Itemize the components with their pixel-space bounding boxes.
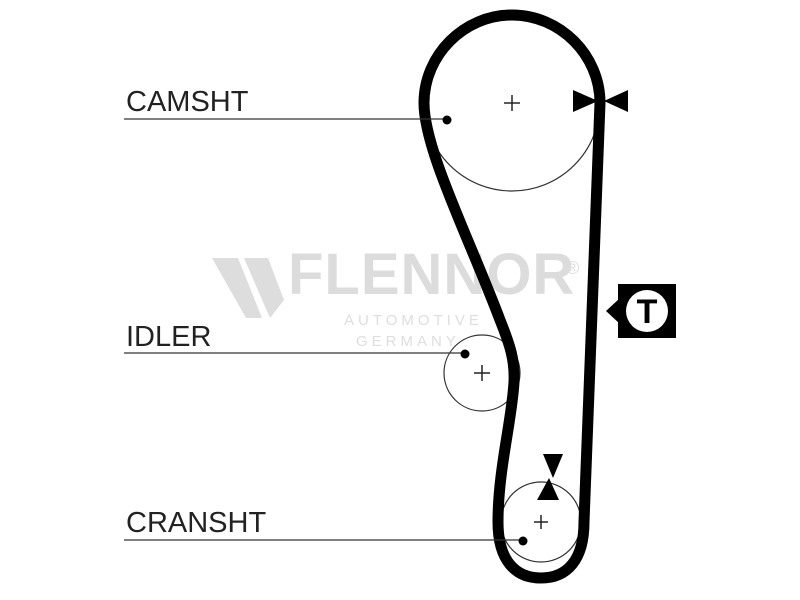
tensioner-marker: T (606, 284, 676, 338)
watermark-logo-stripe (244, 258, 284, 318)
crankshaft-timing-dot (518, 536, 528, 546)
tensioner-arrow-icon (606, 298, 620, 324)
watermark-registered: ® (566, 258, 579, 278)
camshaft-label: CAMSHT (126, 86, 249, 118)
camshaft-timing-dot (442, 115, 452, 125)
crankshaft-alignment-arrows-icon (537, 454, 563, 500)
idler-label: IDLER (126, 321, 211, 353)
crankshaft-label: CRANSHT (126, 507, 266, 539)
brand-watermark: FLENNOR ® AUTOMOTIVE GERMANY (212, 242, 579, 350)
tensioner-letter: T (637, 293, 658, 331)
timing-belt (418, 9, 606, 584)
camshaft-alignment-arrows-icon (573, 90, 628, 112)
idler-pulley (443, 334, 521, 412)
watermark-brand: FLENNOR (288, 242, 575, 307)
idler-timing-dot (460, 349, 470, 359)
crankshaft-center-cross (534, 515, 548, 529)
watermark-line2: GERMANY (356, 333, 460, 350)
watermark-logo-icon (212, 258, 262, 318)
idler-center-cross (474, 365, 490, 381)
watermark-line1: AUTOMOTIVE (344, 312, 483, 329)
camshaft-center-cross (504, 95, 520, 111)
